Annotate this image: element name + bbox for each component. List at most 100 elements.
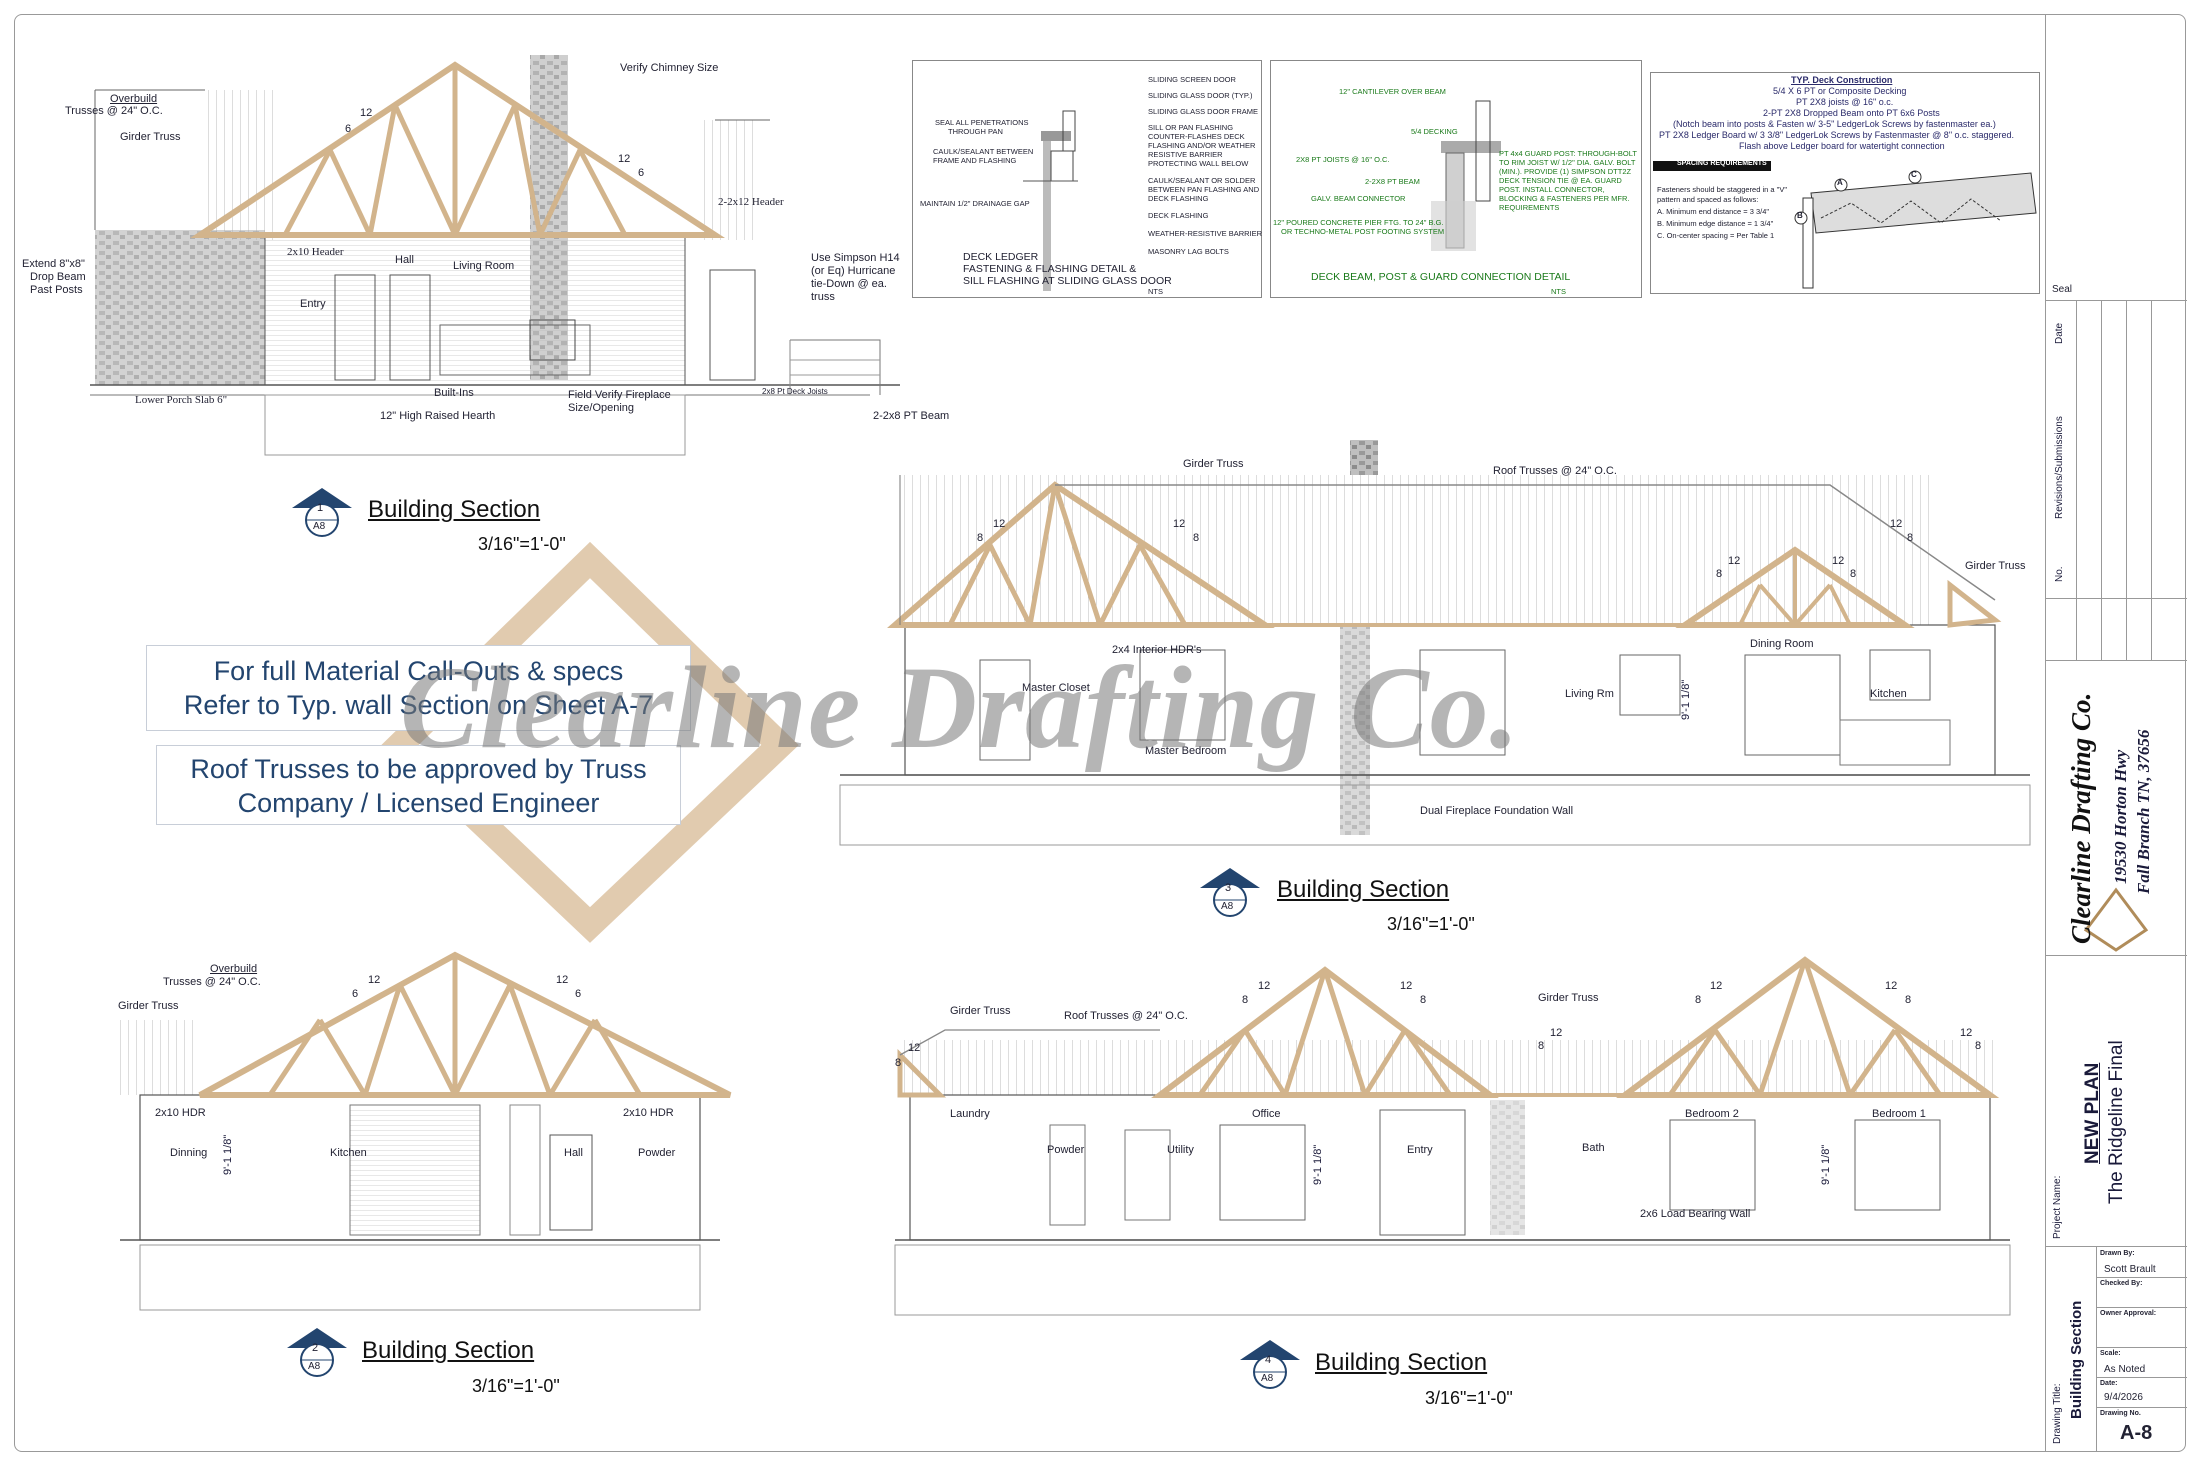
ledger-note-r-0: SLIDING SCREEN DOOR [1148,75,1236,84]
s3-girder-left: Girder Truss [1183,458,1244,470]
ledger-note-r-1: SLIDING GLASS DOOR (TYP.) [1148,91,1253,100]
section-2-sheet: A8 [308,1361,321,1372]
note-line-3: Roof Trusses to be approved by Truss [190,754,647,784]
beam-note-l-5: 12" POURED CONCRETE PIER FTG. TO 24" B.G… [1273,218,1444,227]
section-1-number: 1 [317,502,324,514]
s1-pitch-6a: 6 [345,123,352,135]
s1-overbuild: Overbuild [110,93,158,105]
ledger-note-r-3: SILL OR PAN FLASHING [1148,123,1234,132]
tb-drawing-title-label: Drawing Title: [2052,1383,2063,1444]
s1-porch: Lower Porch Slab 6" [135,394,228,406]
s3-dining: Dining Room [1750,638,1814,650]
s1-header-212: 2-2x12 Header [718,196,784,208]
beam-note-r-3: DECK TENSION TIE @ EA. GUARD [1499,176,1622,185]
deck-ledger-graphic [1023,110,1078,291]
s1-simpson-3: tie-Down @ ea. [811,278,887,290]
s2-kitchen: Kitchen [330,1147,367,1159]
s4-pitch-12f: 12 [1550,1027,1563,1039]
beam-note-r-0: PT 4x4 GUARD POST: THROUGH-BOLT [1499,149,1637,158]
tb-project-1: NEW PLAN [2082,1062,2103,1164]
s4-pitch-12a: 12 [908,1042,921,1054]
note-line-4: Company / Licensed Engineer [237,788,600,818]
spacing-title-bar: SPACING REQUIREMENTS [1653,160,1771,171]
section-3-sheet: A8 [1221,901,1234,912]
watermark-text: Clearline Drafting Co. [400,642,1521,773]
s1-entry: Entry [300,298,326,310]
s3-living: Living Rm [1565,688,1614,700]
spacing-line-1: pattern and spaced as follows: [1657,195,1759,204]
s1-builtins: Built-Ins [434,387,474,399]
typ-mark-c: C [1911,170,1917,179]
s4-height-2: 9'-1 1/8" [1820,1144,1832,1185]
section-2-scale: 3/16"=1'-0" [472,1376,560,1396]
s3-roof-trusses: Roof Trusses @ 24" O.C. [1493,465,1617,477]
ledger-title-1: DECK LEDGER [963,251,1039,263]
ledger-note-r-7: PROTECTING WALL BELOW [1148,159,1249,168]
s1-deck-joists: 2x8 Pt Deck Joists [762,387,828,396]
section-1-scale: 3/16"=1'-0" [478,534,566,554]
s2-hdr-right: 2x10 HDR [623,1107,674,1119]
s4-pitch-12d: 12 [1710,980,1723,992]
typ-line-5: Flash above Ledger board for watertight … [1739,141,1945,151]
tb-owner-label: Owner Approval: [2100,1310,2157,1317]
ledger-note-r-9: BETWEEN PAN FLASHING AND [1148,185,1260,194]
ledger-title-2: FASTENING & FLASHING DETAIL & [963,263,1137,275]
s4-pitch-8e: 8 [1905,994,1912,1006]
note-line-1: For full Material Call-Outs & specs [213,656,624,686]
ledger-note-r-2: SLIDING GLASS DOOR FRAME [1148,107,1259,116]
ledger-note-r-10: DECK FLASHING [1148,194,1209,203]
typ-deck-graphic [1794,170,2037,289]
spacing-line-2: A. Minimum end distance = 3 3/4" [1657,207,1770,216]
section-3-drawing [839,440,2031,846]
typ-line-0: 5/4 X 6 PT or Composite Decking [1773,86,1907,96]
s3-interior-hdr: 2x4 Interior HDR's [1112,644,1202,656]
truss-approval-note: Roof Trusses to be approved by Truss Com… [156,745,681,825]
s4-roof-trusses: Roof Trusses @ 24" O.C. [1064,1010,1188,1022]
tb-info-col [2096,1246,2097,1452]
ledger-nts: NTS [1148,287,1163,296]
tb-divider-2 [2046,598,2187,599]
beam-note-r-6: REQUIREMENTS [1499,203,1560,212]
s4-pitch-12g: 12 [1960,1027,1973,1039]
section-3-scale: 3/16"=1'-0" [1387,914,1475,934]
ledger-note-r-6: RESISTIVE BARRIER [1148,150,1223,159]
beam-note-r-2: (MIN.). PROVIDE (1) SIMPSON DTT2Z [1499,167,1632,176]
s4-bath: Bath [1582,1142,1605,1154]
s1-pitch-6b: 6 [638,167,645,179]
material-callout-note: For full Material Call-Outs & specs Refe… [146,645,691,731]
s3-girder-right: Girder Truss [1965,560,2026,572]
s3-height: 9'-1 1/8" [1680,679,1692,720]
tb-info-line-5 [2096,1407,2187,1408]
s1-pitch-12b: 12 [618,153,631,165]
tb-project-label: Project Name: [2052,1175,2063,1239]
deck-beam-graphic [1431,100,1501,251]
s1-hall: Hall [395,254,414,266]
typ-line-2: 2-PT 2X8 Dropped Beam onto PT 6x6 Posts [1763,108,1940,118]
s2-pitch-12b: 12 [556,974,569,986]
ledger-note-r-12: WEATHER-RESISTIVE BARRIER [1148,229,1263,238]
s2-overbuild: Overbuild [210,963,258,975]
section-3-title: Building Section [1277,876,1450,903]
s4-office: Office [1252,1108,1281,1120]
tb-drawing-title: Building Section [2068,1300,2085,1419]
tb-divider-4 [2046,955,2187,956]
s1-hearth: 12" High Raised Hearth [380,410,496,422]
section-4-scale: 3/16"=1'-0" [1425,1388,1513,1408]
s2-height: 9'-1 1/8" [222,1134,234,1175]
tb-col-3 [2126,300,2127,660]
title-block: Seal Date Revisions/Submissions No. Clea… [2045,14,2187,1452]
s4-pitch-12c: 12 [1400,980,1413,992]
s2-hall: Hall [564,1147,583,1159]
typ-mark-a: A [1837,178,1843,187]
s1-extend-2: Drop Beam [30,271,86,283]
deck-ledger-detail: SLIDING SCREEN DOOR SLIDING GLASS DOOR (… [912,60,1262,298]
section-marker-graphics [287,488,1300,1389]
s4-bearing: 2x6 Load Bearing Wall [1640,1208,1751,1220]
s4-pitch-8f: 8 [1538,1040,1545,1052]
tb-scale-label: Scale: [2100,1350,2121,1357]
tb-info-line-4 [2096,1377,2187,1378]
s2-pitch-6a: 6 [352,988,359,1000]
spacing-line-4: C. On-center spacing = Per Table 1 [1657,231,1775,240]
s4-girder-left: Girder Truss [950,1005,1011,1017]
beam-title: DECK BEAM, POST & GUARD CONNECTION DETAI… [1311,271,1571,283]
